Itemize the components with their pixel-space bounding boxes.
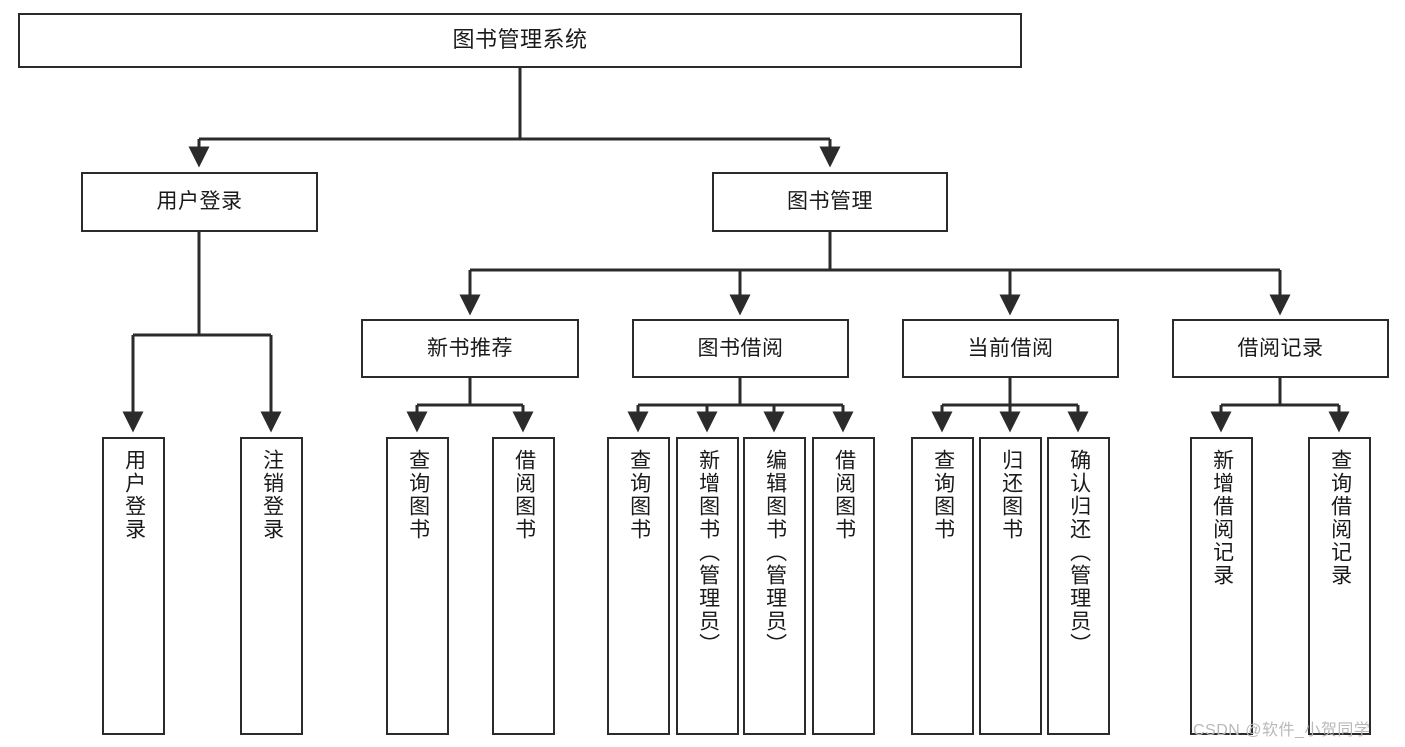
node-label: 归还图书 (999, 449, 1023, 541)
leaf-add-book[interactable]: 新增图书（管理员） (676, 437, 739, 735)
node-label: 编辑图书（管理员） (763, 449, 787, 656)
node-label: 当前借阅 (967, 336, 1054, 360)
leaf-query-borrow-record[interactable]: 查询借阅记录 (1308, 437, 1371, 735)
node-label: 新增图书（管理员） (696, 449, 720, 656)
node-user-login[interactable]: 用户登录 (81, 172, 318, 232)
leaf-user-login[interactable]: 用户登录 (102, 437, 165, 735)
node-borrow-record[interactable]: 借阅记录 (1172, 319, 1389, 378)
leaf-borrow-book-recommend[interactable]: 借阅图书 (492, 437, 555, 735)
node-label: 注销登录 (260, 449, 284, 541)
node-current-borrow[interactable]: 当前借阅 (902, 319, 1119, 378)
leaf-add-borrow-record[interactable]: 新增借阅记录 (1190, 437, 1253, 735)
leaf-borrow-book[interactable]: 借阅图书 (812, 437, 875, 735)
node-label: 图书管理 (787, 190, 873, 214)
leaf-query-book-current[interactable]: 查询图书 (911, 437, 974, 735)
leaf-logout[interactable]: 注销登录 (240, 437, 303, 735)
node-label: 查询图书 (627, 449, 651, 541)
node-label: 查询借阅记录 (1328, 449, 1352, 587)
leaf-return-book[interactable]: 归还图书 (979, 437, 1042, 735)
node-label: 用户登录 (122, 449, 146, 541)
node-label: 查询图书 (406, 449, 430, 541)
node-label: 借阅图书 (512, 449, 536, 541)
node-book-borrow[interactable]: 图书借阅 (632, 319, 849, 378)
leaf-edit-book[interactable]: 编辑图书（管理员） (743, 437, 806, 735)
leaf-query-book-borrow[interactable]: 查询图书 (607, 437, 670, 735)
leaf-query-book-recommend[interactable]: 查询图书 (386, 437, 449, 735)
node-label: 借阅记录 (1237, 336, 1324, 360)
node-book-manage[interactable]: 图书管理 (712, 172, 948, 232)
node-label: 确认归还（管理员） (1067, 449, 1091, 656)
node-label: 新增借阅记录 (1210, 449, 1234, 587)
node-label: 新书推荐 (427, 336, 513, 360)
node-label: 查询图书 (931, 449, 955, 541)
node-new-book-recommend[interactable]: 新书推荐 (361, 319, 579, 378)
node-label: 图书借阅 (697, 336, 784, 360)
node-label: 图书管理系统 (452, 27, 588, 53)
node-root-system[interactable]: 图书管理系统 (18, 13, 1022, 68)
node-label: 借阅图书 (832, 449, 856, 541)
leaf-confirm-return[interactable]: 确认归还（管理员） (1047, 437, 1110, 735)
csdn-watermark: CSDN @软件_小贺同学 (1193, 722, 1371, 739)
node-label: 用户登录 (156, 190, 243, 214)
